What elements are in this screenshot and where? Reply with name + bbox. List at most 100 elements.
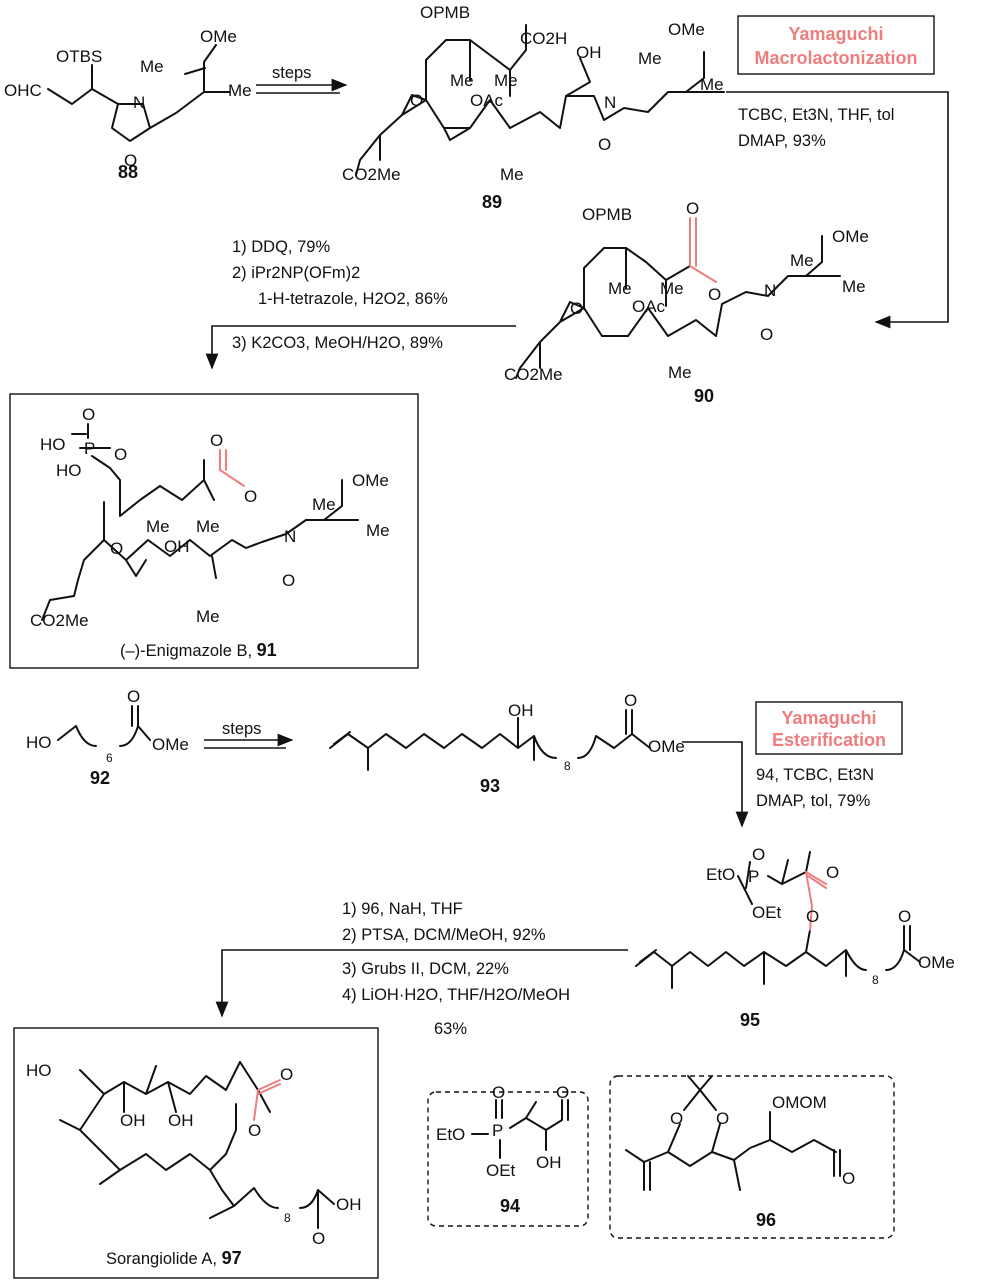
label-ome: OMe xyxy=(668,20,705,39)
ester-bonds-95 xyxy=(805,871,827,931)
label-oh-1: OH xyxy=(120,1111,146,1130)
label-o-oxazole: O xyxy=(760,325,773,344)
label-o-phos: O xyxy=(492,1083,505,1102)
label-me-2: Me xyxy=(700,75,724,94)
label-o-phos: O xyxy=(752,845,765,864)
compound-92: HO O OMe 6 92 xyxy=(26,687,189,788)
label-o-pyran: O xyxy=(570,299,583,318)
compound-number-96: 96 xyxy=(756,1210,776,1230)
compound-95: O P EtO OEt O O O OMe 8 95 xyxy=(635,845,955,1030)
label-oh: OH xyxy=(536,1153,562,1172)
label-oh-acid: OH xyxy=(336,1195,362,1214)
condition-line-2: 2) PTSA, DCM/MeOH, 92% xyxy=(342,926,546,944)
label-o-oxazole: O xyxy=(282,571,295,590)
reagent-box-94 xyxy=(427,1091,589,1227)
label-me-1: Me xyxy=(638,49,662,68)
label-oh: OH xyxy=(576,43,602,62)
product-box-97 xyxy=(13,1027,379,1279)
arrow-esterification: Yamaguchi Esterification 94, TCBC, Et3N … xyxy=(682,701,903,828)
label-o-ester: O xyxy=(708,285,721,304)
label-o-top: O xyxy=(82,405,95,424)
label-o-pyran: O xyxy=(110,539,123,558)
compound-97: HO OH OH O O OH O 8 Sorangiolide A, 97 xyxy=(13,1027,379,1279)
label-opmb: OPMB xyxy=(582,205,632,224)
label-me-5: Me xyxy=(668,363,692,382)
label-me-4: Me xyxy=(660,279,684,298)
product-box-91 xyxy=(9,393,419,669)
bonds-91 xyxy=(41,423,359,621)
label-o: O xyxy=(124,151,137,170)
label-o-ester: O xyxy=(248,1121,261,1140)
label-o-phos: O xyxy=(114,445,127,464)
arrow-line xyxy=(726,91,949,329)
label-ho-2: HO xyxy=(56,461,82,480)
arrow-steps-2: steps xyxy=(204,720,294,749)
label-o: O xyxy=(410,91,423,110)
compound-number-94: 94 xyxy=(500,1196,520,1216)
label-co2me: CO2Me xyxy=(342,165,401,184)
label-o-carbonyl: O xyxy=(210,431,223,450)
condition-line-3: 1-H-tetrazole, H2O2, 86% xyxy=(258,290,448,308)
label-me-3: Me xyxy=(450,71,474,90)
label-o-2: O xyxy=(716,1109,729,1128)
ester-bonds-97 xyxy=(253,1079,281,1121)
bonds-95 xyxy=(635,851,921,989)
label-o: O xyxy=(556,1083,569,1102)
arrow-label-steps: steps xyxy=(222,720,261,738)
label-n: N xyxy=(604,93,616,112)
label-me-4: Me xyxy=(196,517,220,536)
arrow-enigmazole-steps: 1) DDQ, 79% 2) iPr2NP(OFm)2 1-H-tetrazol… xyxy=(205,238,516,370)
label-ho: HO xyxy=(26,733,52,752)
condition-line-1: 1) DDQ, 79% xyxy=(232,238,330,256)
label-o: O xyxy=(127,687,140,706)
bonds-93 xyxy=(329,709,651,771)
bonds-89 xyxy=(355,24,725,176)
label-me-1: Me xyxy=(790,251,814,270)
compound-number-89: 89 xyxy=(482,192,502,212)
compound-number-92: 92 xyxy=(90,768,110,788)
condition-line-4: 3) K2CO3, MeOH/H2O, 89% xyxy=(232,334,443,352)
label-me-1: Me xyxy=(312,495,336,514)
condition-line-2: DMAP, tol, 79% xyxy=(756,792,871,810)
condition-line-4: 4) LiOH·H2O, THF/H2O/MeOH xyxy=(342,986,570,1004)
label-n: N xyxy=(284,527,296,546)
label-oet: OEt xyxy=(486,1161,516,1180)
label-ome: OMe xyxy=(832,227,869,246)
compound-number-97: 97 xyxy=(222,1248,242,1268)
compound-90: OPMB O O OMe Me Me Me Me OAc O N O Me CO… xyxy=(504,199,869,406)
label-ome: OMe xyxy=(152,735,189,754)
badge-line-1: Yamaguchi xyxy=(781,708,876,728)
label-me-2: Me xyxy=(842,277,866,296)
label-n: N xyxy=(764,281,776,300)
label-o-carbonyl: O xyxy=(686,199,699,218)
label-oh-2: OH xyxy=(168,1111,194,1130)
condition-line-1: 94, TCBC, Et3N xyxy=(756,766,874,784)
condition-line-1: 1) 96, NaH, THF xyxy=(342,900,463,918)
label-me-2: Me xyxy=(228,81,252,100)
arrow-line xyxy=(205,325,516,370)
arrow-label-steps: steps xyxy=(272,64,311,82)
bonds-92 xyxy=(57,705,151,747)
ester-bonds-91 xyxy=(219,449,245,487)
label-me-3: Me xyxy=(608,279,632,298)
bonds-96 xyxy=(625,1075,841,1191)
arrow-line xyxy=(682,741,749,828)
label-me-5: Me xyxy=(500,165,524,184)
condition-line-3: 3) Grubs II, DCM, 22% xyxy=(342,960,509,978)
label-ome: OMe xyxy=(648,737,685,756)
compound-93: OH O OMe 8 93 xyxy=(329,691,685,796)
label-o-carbonyl: O xyxy=(280,1065,293,1084)
label-eto: EtO xyxy=(706,865,735,884)
label-ome: OMe xyxy=(918,953,955,972)
label-o-ester: O xyxy=(806,907,819,926)
label-subscript: 8 xyxy=(872,973,879,987)
compound-number-91: 91 xyxy=(257,640,277,660)
bonds-88 xyxy=(47,44,231,142)
compound-number-90: 90 xyxy=(694,386,714,406)
label-o: O xyxy=(898,907,911,926)
label-co2me: CO2Me xyxy=(30,611,89,630)
arrow-macrolactonization: Yamaguchi Macrolactonization TCBC, Et3N,… xyxy=(726,15,949,329)
compound-88: OTBS OHC OMe Me Me N O 88 xyxy=(4,27,252,182)
reagent-box-96 xyxy=(609,1075,895,1239)
